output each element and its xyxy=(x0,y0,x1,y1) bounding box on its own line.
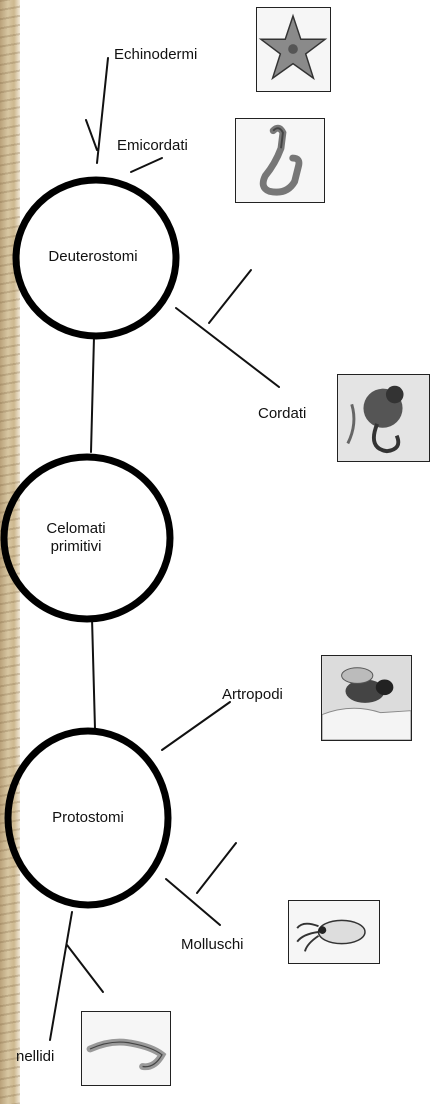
branch-echinodermi xyxy=(97,58,108,163)
acorn-worm-icon xyxy=(235,118,325,203)
primate-icon xyxy=(337,374,430,462)
node-celomati-primitivi: Celomati primitivi xyxy=(16,520,136,556)
bee-icon xyxy=(321,655,412,741)
label-echinodermi: Echinodermi xyxy=(114,46,197,64)
trunk-lower xyxy=(92,618,95,729)
node-protostomi: Protostomi xyxy=(32,809,144,827)
branch-artropodi xyxy=(162,702,230,750)
branch-side-cordati xyxy=(209,270,251,323)
branch-tick xyxy=(86,120,97,150)
label-anellidi: nellidi xyxy=(16,1048,54,1066)
earthworm-icon xyxy=(81,1011,171,1086)
label-cordati: Cordati xyxy=(258,405,306,423)
trunk-upper xyxy=(91,337,94,452)
starfish-icon xyxy=(256,7,331,92)
node-deuterostomi: Deuterostomi xyxy=(18,248,168,266)
squid-icon xyxy=(288,900,380,964)
branch-emicordati xyxy=(131,158,162,172)
branch-molluschi xyxy=(166,879,220,925)
branch-anellidi xyxy=(50,912,72,1040)
label-artropodi: Artropodi xyxy=(222,686,283,704)
label-emicordati: Emicordati xyxy=(117,137,188,155)
branch-side-molluschi xyxy=(197,843,236,893)
branch-tick-anellidi xyxy=(67,945,103,992)
label-molluschi: Molluschi xyxy=(181,936,244,954)
branch-cordati xyxy=(176,308,279,387)
